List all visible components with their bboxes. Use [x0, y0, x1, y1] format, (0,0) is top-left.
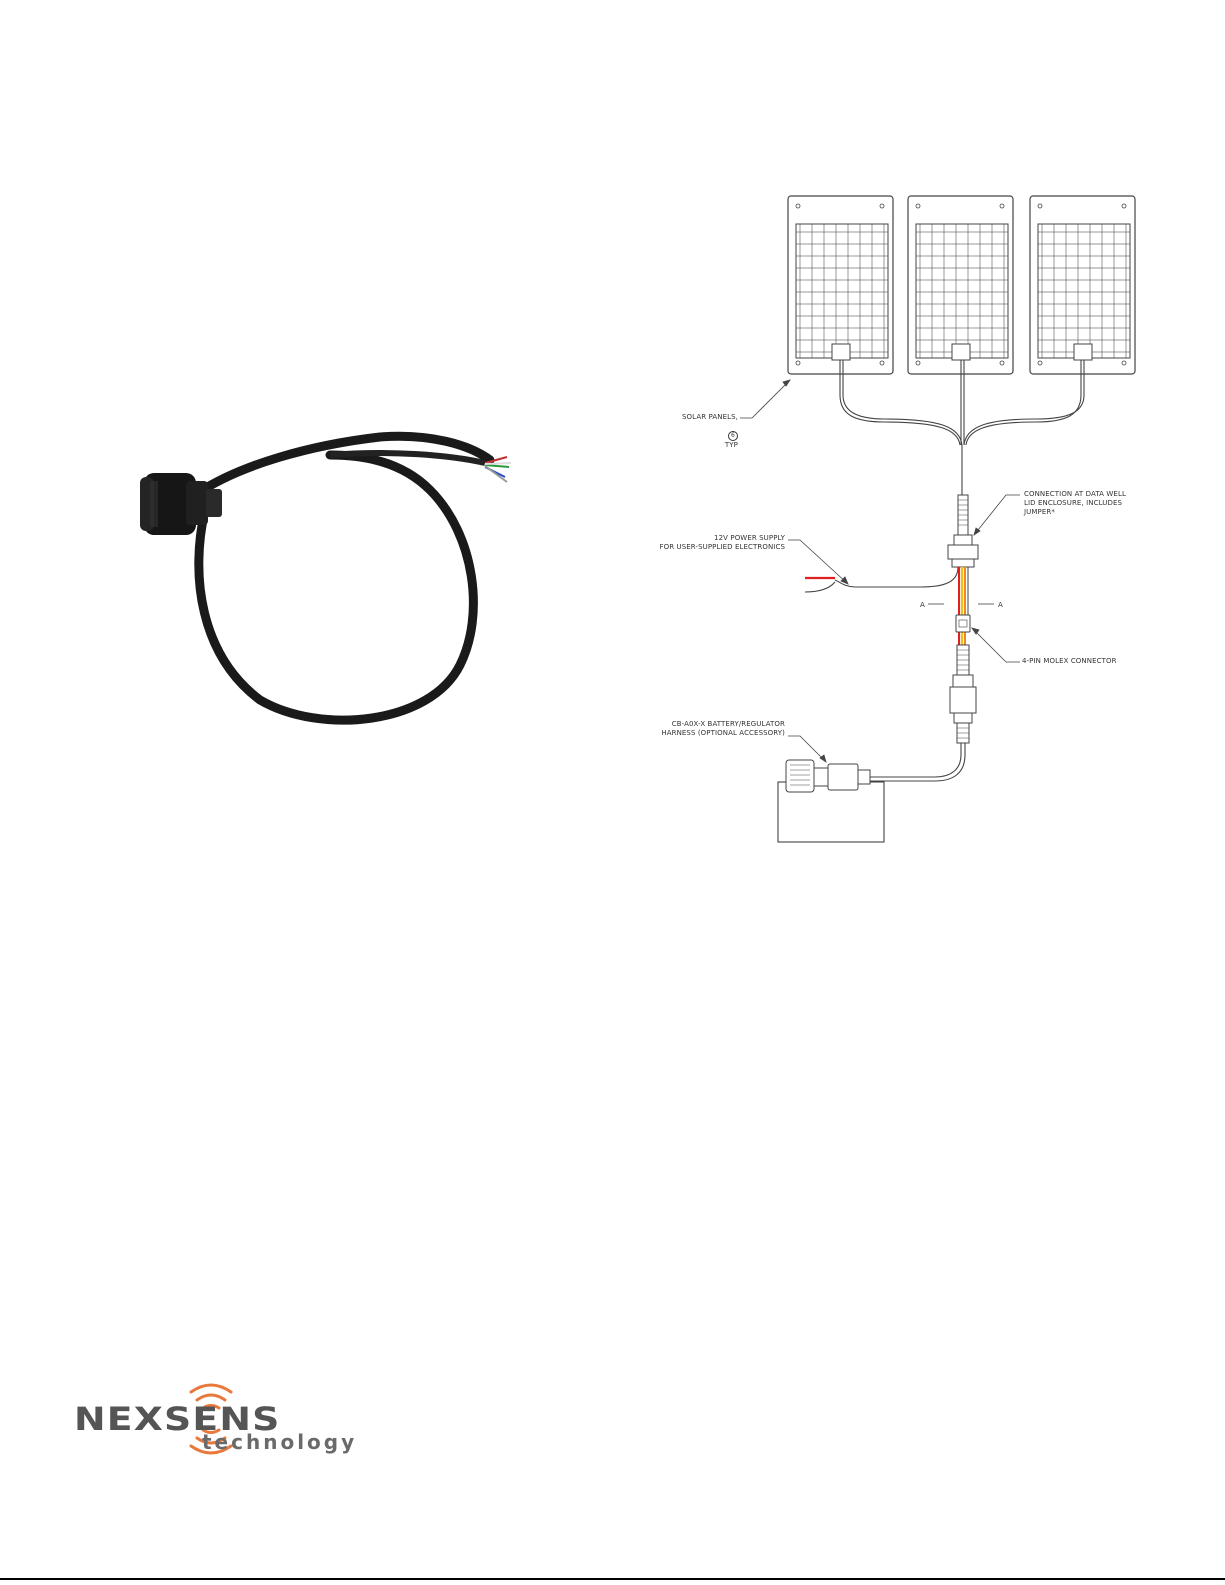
panel-leads [840, 360, 1084, 495]
footer-rule [0, 1578, 1225, 1580]
harness-label: CB-A0X-X BATTERY/REGULATOR HARNESS (OPTI… [640, 720, 785, 738]
solar-panel-left [788, 196, 893, 374]
connection-label: CONNECTION AT DATA WELL LID ENCLOSURE, I… [1024, 490, 1164, 517]
battery-regulator-harness [778, 760, 884, 842]
molex-label: 4-PIN MOLEX CONNECTOR [1022, 657, 1162, 666]
molex-connector [956, 615, 970, 632]
solar-panels-typ: TYP [725, 441, 738, 449]
solar-wiring-diagram: A A [640, 190, 1160, 860]
colored-conductors [959, 567, 968, 645]
nexsens-logo: NEXSENS technology [70, 1378, 380, 1460]
section-label-right: A [998, 601, 1003, 609]
cable-assembly-photo [130, 415, 530, 745]
solar-panels-label: SOLAR PANELS, [682, 413, 738, 421]
leader-lines [740, 380, 1020, 762]
lower-cable [870, 645, 976, 781]
power-supply-label: 12V POWER SUPPLY FOR USER-SUPPLIED ELECT… [645, 534, 785, 552]
logo-tagline: technology [202, 1430, 357, 1454]
section-label-left: A [920, 601, 925, 609]
solar-panels-qty-badge: 6 [728, 431, 738, 441]
power-supply-lead [805, 567, 958, 592]
data-well-connector [948, 495, 978, 567]
solar-panel-center [908, 196, 1013, 374]
solar-panel-right [1030, 196, 1135, 374]
